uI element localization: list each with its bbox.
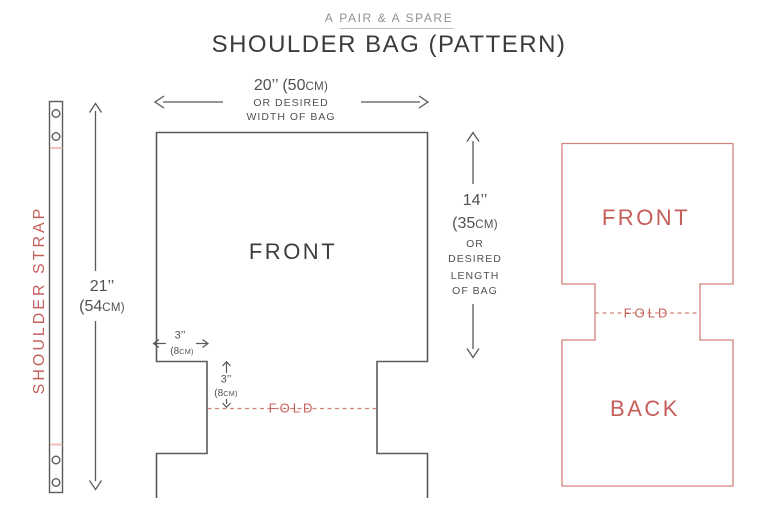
arrowhead-down bbox=[466, 348, 480, 359]
bag-length-note-4: OF BAG bbox=[452, 284, 498, 297]
notch-width-metric: (8CM) bbox=[170, 346, 194, 357]
notch-depth-value: 3’’ bbox=[220, 373, 232, 386]
notch-width-value: 3’’ bbox=[174, 329, 186, 342]
strap-hole-bottom-1 bbox=[51, 455, 61, 465]
strap-hole-top-2 bbox=[51, 131, 61, 141]
bag-width-note-1: OR DESIRED bbox=[253, 96, 329, 109]
strap-length-arrow bbox=[88, 102, 103, 491]
bag-length-value: 14’’ bbox=[462, 192, 488, 209]
bag-length-note-3: LENGTH bbox=[450, 269, 500, 282]
arrowhead-down bbox=[88, 480, 103, 491]
main-pattern-outline bbox=[155, 131, 429, 498]
bag-width-note-2: WIDTH OF BAG bbox=[246, 110, 336, 123]
strap-fold-ticks bbox=[50, 146, 63, 446]
bag-length-note-1: OR bbox=[466, 237, 484, 250]
main-fold-label: FOLD bbox=[268, 400, 316, 416]
strap-hole-bottom-2 bbox=[51, 478, 61, 488]
arrowhead-right bbox=[418, 95, 430, 109]
brand-prefix: A bbox=[324, 11, 335, 25]
bag-length-arrow bbox=[466, 131, 480, 359]
mini-back-label: BACK bbox=[610, 396, 680, 421]
brand-logo: A PAIR & A SPARE bbox=[324, 11, 454, 29]
mini-front-label: FRONT bbox=[601, 205, 691, 230]
strap-outline bbox=[48, 100, 64, 494]
strap-hole-top-1 bbox=[51, 108, 61, 118]
notch-depth-arrows bbox=[222, 360, 231, 409]
strap-shape bbox=[48, 100, 64, 494]
mini-fold-label: FOLD bbox=[623, 305, 671, 321]
main-front-label: FRONT bbox=[248, 239, 338, 264]
bag-width-arrow bbox=[153, 95, 430, 109]
notch-width-arrows bbox=[152, 339, 210, 348]
strap-label: SHOULDER STRAP bbox=[31, 205, 48, 395]
bag-length-metric: (35CM) bbox=[452, 215, 498, 232]
page-title: SHOULDER BAG (PATTERN) bbox=[211, 31, 567, 58]
notch-depth-metric: (8CM) bbox=[214, 388, 238, 399]
arrowhead-up bbox=[466, 131, 480, 142]
strap-length-value: 21’’ bbox=[89, 278, 115, 295]
bag-width-value: 20’’ (50CM) bbox=[253, 77, 329, 94]
strap-length-metric: (54CM) bbox=[79, 298, 125, 315]
bag-length-note-2: DESIRED bbox=[448, 252, 502, 265]
arrowhead-left bbox=[153, 95, 165, 109]
brand-name: PAIR & A SPARE bbox=[339, 11, 454, 29]
arrowhead-up bbox=[88, 102, 103, 113]
mini-pattern-outline bbox=[561, 142, 734, 487]
